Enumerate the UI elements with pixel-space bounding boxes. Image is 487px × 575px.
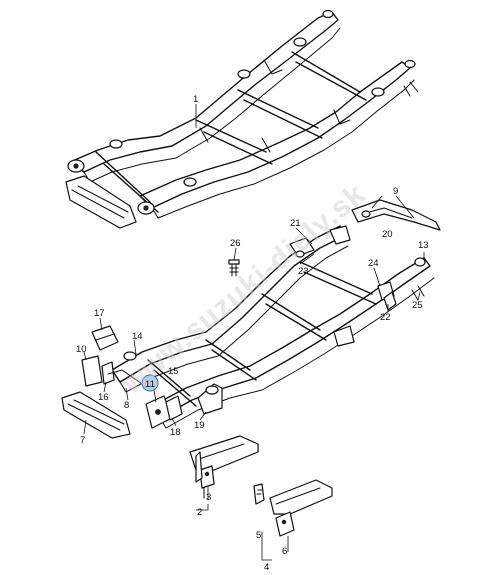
callout-3[interactable]: 3 <box>206 492 211 503</box>
part-4-bracket <box>253 479 333 537</box>
callout-11[interactable]: 11 <box>145 379 155 390</box>
frame-assembly-top <box>65 9 419 229</box>
callout-17[interactable]: 17 <box>94 308 105 319</box>
callout-10[interactable]: 10 <box>76 344 87 355</box>
callout-11-highlight <box>141 374 159 392</box>
callout-23[interactable]: 23 <box>298 266 309 277</box>
callout-5[interactable]: 5 <box>256 530 261 541</box>
callout-2[interactable]: 2 <box>197 507 202 518</box>
callout-4[interactable]: 4 <box>264 562 269 573</box>
callout-8[interactable]: 8 <box>124 400 129 411</box>
callout-24[interactable]: 24 <box>368 258 379 269</box>
callout-16[interactable]: 16 <box>98 392 109 403</box>
callout-15[interactable]: 15 <box>168 366 179 377</box>
callout-7[interactable]: 7 <box>80 435 85 446</box>
part-9-rail-extension <box>351 199 441 231</box>
leader-lines <box>83 104 425 561</box>
frame-assembly-exploded <box>61 225 435 439</box>
callout-18[interactable]: 18 <box>170 427 181 438</box>
callout-6[interactable]: 6 <box>282 546 287 557</box>
part-2-bracket <box>189 435 259 499</box>
callout-14[interactable]: 14 <box>132 331 143 342</box>
callout-1[interactable]: 1 <box>193 94 198 105</box>
callout-9[interactable]: 9 <box>393 186 398 197</box>
callout-labels: 1 9 10 11 13 14 15 16 17 8 7 18 19 20 21… <box>76 94 429 573</box>
callout-26[interactable]: 26 <box>230 238 241 249</box>
callout-20[interactable]: 20 <box>382 229 393 240</box>
callout-21[interactable]: 21 <box>290 218 301 229</box>
callout-25[interactable]: 25 <box>412 300 423 311</box>
callout-22[interactable]: 22 <box>380 312 391 323</box>
callout-13[interactable]: 13 <box>418 240 429 251</box>
callout-19[interactable]: 19 <box>194 420 205 431</box>
